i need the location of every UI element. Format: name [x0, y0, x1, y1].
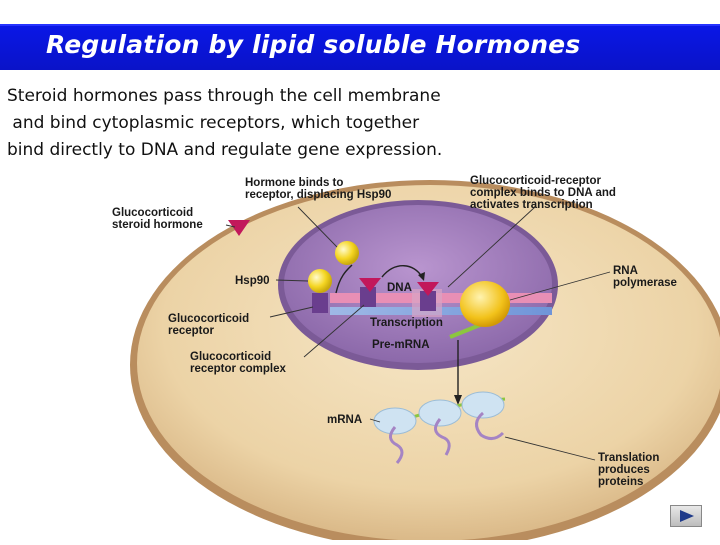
intro-line-3: bind directly to DNA and regulate gene e…	[7, 140, 443, 160]
move-arrow	[381, 265, 423, 278]
play-triangle-icon	[680, 510, 694, 522]
cell-diagram: Hormone binds to receptor, displacing Hs…	[0, 165, 720, 545]
label-hsp90: Hsp90	[235, 275, 270, 287]
rna-polymerase	[460, 281, 510, 327]
hsp90-bound	[308, 269, 332, 293]
intro-paragraph: Steroid hormones pass through the cell m…	[7, 83, 527, 164]
label-rna-polymerase: RNA polymerase	[613, 265, 677, 289]
leader-rna-polymerase	[509, 271, 611, 301]
leader-steroid-hormone	[225, 224, 236, 228]
intro-line-2: and bind cytoplasmic receptors, which to…	[7, 113, 420, 133]
receptor-nuclear	[360, 287, 376, 307]
label-transcription: Transcription	[370, 317, 443, 329]
hormone-nuclear	[359, 278, 381, 292]
label-mrna: mRNA	[327, 414, 363, 426]
label-pre-mrna: Pre-mRNA	[372, 339, 430, 351]
label-translation: Translation produces proteins	[598, 452, 660, 488]
leader-hormone-binds	[297, 206, 338, 248]
ribosome-3	[461, 391, 505, 419]
label-dna: DNA	[387, 282, 412, 294]
title-bar: Regulation by lipid soluble Hormones	[0, 24, 720, 70]
leader-translation	[504, 436, 596, 461]
label-complex-binds: Glucocorticoid-receptor complex binds to…	[470, 175, 616, 211]
label-receptor: Glucocorticoid receptor	[168, 313, 250, 337]
receptor-cytoplasm	[312, 293, 328, 313]
displace-arrow	[335, 264, 353, 294]
protein-3	[475, 411, 505, 440]
label-hormone-binds: Hormone binds to receptor, displacing Hs…	[245, 177, 392, 201]
ribosome-2	[418, 399, 462, 427]
intro-line-1: Steroid hormones pass through the cell m…	[7, 86, 441, 106]
leader-receptor	[269, 306, 314, 318]
leader-complex-binds	[447, 206, 536, 288]
label-receptor-complex: Glucocorticoid receptor complex	[190, 351, 286, 375]
cell-illustration	[130, 180, 720, 545]
hsp90-released	[335, 241, 359, 265]
leader-hsp90	[275, 279, 309, 282]
slide-title: Regulation by lipid soluble Hormones	[46, 30, 581, 59]
protein-2	[434, 418, 451, 456]
ribosome-1	[373, 407, 417, 435]
hormone-outside	[228, 220, 250, 236]
leader-receptor-complex	[303, 304, 365, 358]
protein-1	[389, 426, 404, 464]
next-slide-button[interactable]	[670, 505, 702, 527]
leader-mrna	[369, 418, 381, 423]
label-steroid-hormone: Glucocorticoid steroid hormone	[112, 207, 203, 231]
receptor-on-dna	[420, 291, 436, 311]
hormone-on-dna	[417, 282, 439, 296]
